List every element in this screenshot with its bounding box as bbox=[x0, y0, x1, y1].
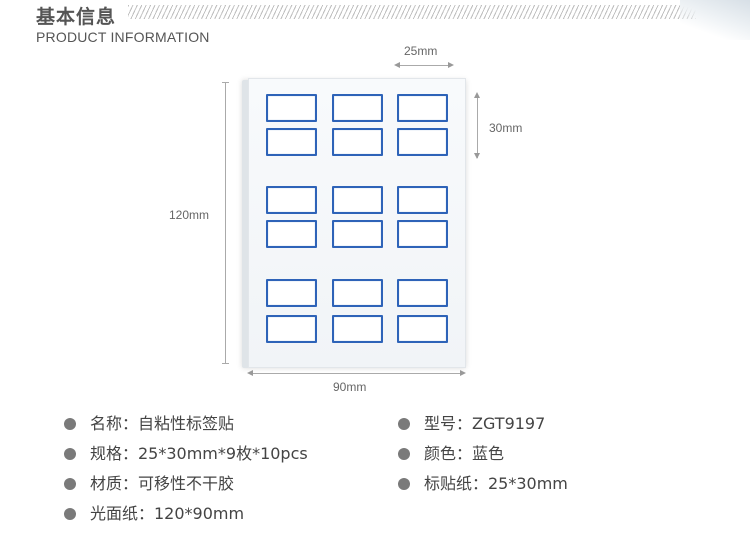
spec-item-text: 光面纸：120*90mm bbox=[90, 504, 245, 523]
header-hatch-decoration bbox=[128, 5, 696, 19]
bullet-icon bbox=[398, 418, 410, 430]
bullet-icon bbox=[64, 448, 76, 460]
section-title-en: PRODUCT INFORMATION bbox=[36, 29, 210, 45]
sticker-label bbox=[266, 220, 317, 248]
sticker-label bbox=[332, 186, 383, 214]
spec-item-text: 名称：自粘性标签贴 bbox=[90, 414, 235, 433]
sticker-label bbox=[332, 220, 383, 248]
spec-item-material: 材质：可移性不干胶 bbox=[64, 470, 234, 494]
sheet-height-tick-bottom bbox=[222, 363, 229, 364]
sheet-height-line bbox=[225, 82, 226, 364]
sticker-label bbox=[266, 94, 317, 122]
label-sheet bbox=[248, 78, 466, 368]
label-height-text: 30mm bbox=[489, 121, 523, 135]
sticker-label bbox=[332, 94, 383, 122]
sheet-width-text: 90mm bbox=[333, 380, 367, 394]
sticker-label bbox=[397, 186, 448, 214]
arrow-up-icon bbox=[474, 92, 480, 98]
section-header: 基本信息 PRODUCT INFORMATION bbox=[0, 0, 750, 52]
spec-item-spec: 规格：25*30mm*9枚*10pcs bbox=[64, 440, 308, 464]
spec-item-label-paper: 标贴纸：25*30mm bbox=[398, 470, 568, 494]
arrow-right-icon bbox=[448, 62, 454, 68]
sticker-label bbox=[266, 315, 317, 343]
sticker-label bbox=[397, 128, 448, 156]
sticker-label bbox=[332, 315, 383, 343]
bullet-icon bbox=[64, 508, 76, 520]
arrow-down-icon bbox=[474, 153, 480, 159]
sticker-label bbox=[266, 186, 317, 214]
section-title-cn: 基本信息 bbox=[36, 6, 117, 28]
spec-item-text: 标贴纸：25*30mm bbox=[424, 474, 568, 493]
sticker-label bbox=[397, 220, 448, 248]
spec-item-model: 型号：ZGT9197 bbox=[398, 410, 545, 434]
sticker-label bbox=[332, 279, 383, 307]
bullet-icon bbox=[64, 478, 76, 490]
sheet-width-line bbox=[249, 373, 464, 374]
arrow-right-icon bbox=[460, 370, 466, 376]
sticker-label bbox=[397, 279, 448, 307]
bullet-icon bbox=[64, 418, 76, 430]
sticker-label bbox=[266, 128, 317, 156]
label-width-line bbox=[396, 65, 452, 66]
label-width-text: 25mm bbox=[404, 44, 438, 58]
label-height-line bbox=[477, 94, 478, 158]
spec-item-paper: 光面纸：120*90mm bbox=[64, 500, 244, 524]
spec-item-name: 名称：自粘性标签贴 bbox=[64, 410, 234, 434]
sheet-height-tick-top bbox=[222, 82, 229, 83]
spec-item-text: 规格：25*30mm*9枚*10pcs bbox=[90, 444, 308, 463]
arrow-left-icon bbox=[394, 62, 400, 68]
spec-item-text: 型号：ZGT9197 bbox=[424, 414, 546, 433]
spec-item-color: 颜色：蓝色 bbox=[398, 440, 504, 464]
sticker-label bbox=[266, 279, 317, 307]
bullet-icon bbox=[398, 448, 410, 460]
sticker-label bbox=[397, 315, 448, 343]
bullet-icon bbox=[398, 478, 410, 490]
sticker-label bbox=[332, 128, 383, 156]
spec-item-text: 颜色：蓝色 bbox=[424, 444, 505, 463]
sticker-label bbox=[397, 94, 448, 122]
arrow-left-icon bbox=[247, 370, 253, 376]
spec-item-text: 材质：可移性不干胶 bbox=[90, 474, 235, 493]
sheet-height-text: 120mm bbox=[169, 208, 210, 222]
corner-decoration bbox=[680, 0, 750, 40]
